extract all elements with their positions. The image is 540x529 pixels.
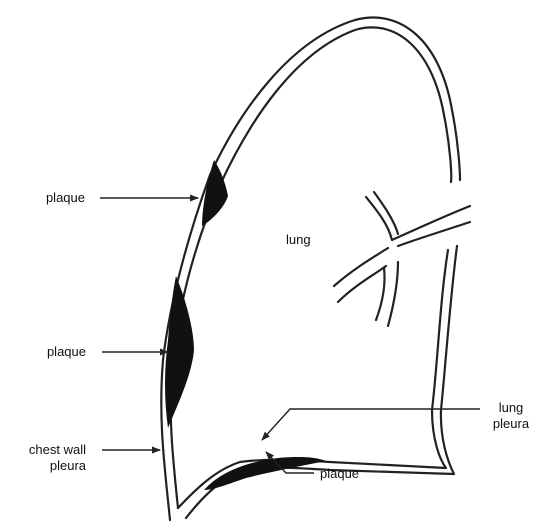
lung-pleura-line — [171, 27, 452, 508]
label-lung-pleura: lung pleura — [486, 400, 536, 432]
label-plaque-top: plaque — [46, 190, 85, 206]
label-plaque-bottom: plaque — [320, 466, 359, 482]
label-chest-wall-line1: chest wall — [29, 442, 86, 458]
chest-wall-pleura-line — [161, 18, 460, 520]
plaque-middle-shape — [165, 276, 194, 428]
arrow-lung-pleura — [262, 409, 480, 440]
plaque-upper-shape — [202, 160, 228, 226]
bronchus-right — [398, 222, 470, 246]
label-lung-pleura-line2: pleura — [486, 416, 536, 432]
label-chest-wall-pleura: chest wall pleura — [29, 442, 86, 474]
bronchus-left-lower — [338, 266, 386, 302]
label-plaque-middle: plaque — [47, 344, 86, 360]
bronchus-left-upper — [334, 248, 388, 286]
label-lung: lung — [286, 232, 311, 248]
bronchus-down-left — [376, 268, 385, 320]
label-lung-pleura-line1: lung — [486, 400, 536, 416]
label-chest-wall-line2: pleura — [29, 458, 86, 474]
bronchus-down-right — [388, 262, 398, 326]
